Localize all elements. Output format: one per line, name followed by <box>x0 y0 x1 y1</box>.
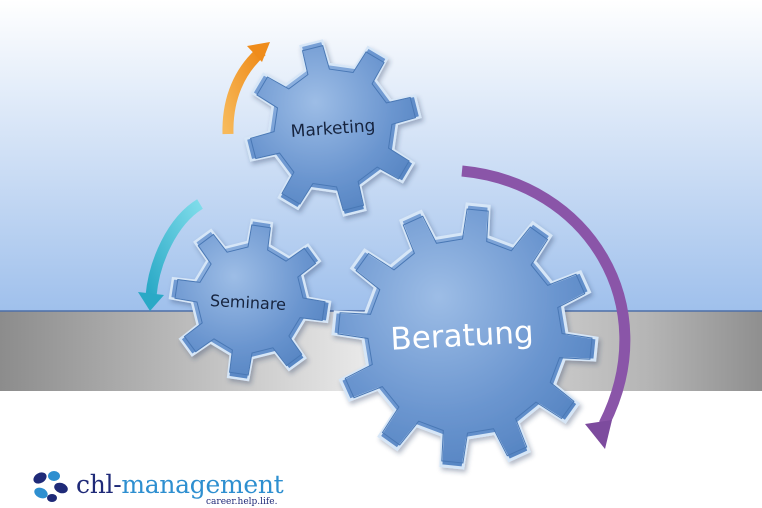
logo-tagline: career.help.life. <box>206 497 278 507</box>
gear-marketing <box>244 39 422 217</box>
white-floor <box>0 391 762 508</box>
gear-beratung <box>331 202 599 470</box>
flower-logo-icon <box>33 471 68 502</box>
purple-arrow <box>461 165 631 449</box>
logo-wordmark: chl-management <box>76 470 284 499</box>
teal-arrow <box>138 199 204 311</box>
logo-suffix: management <box>121 470 284 499</box>
gear-seminare <box>168 218 332 382</box>
logo-prefix: chl- <box>76 470 122 499</box>
gear-label-seminare: Seminare <box>210 291 287 314</box>
gear-label-beratung: Beratung <box>390 314 535 357</box>
orange-arrow <box>222 42 270 135</box>
company-logo: chl-management career.help.life. <box>28 468 328 508</box>
